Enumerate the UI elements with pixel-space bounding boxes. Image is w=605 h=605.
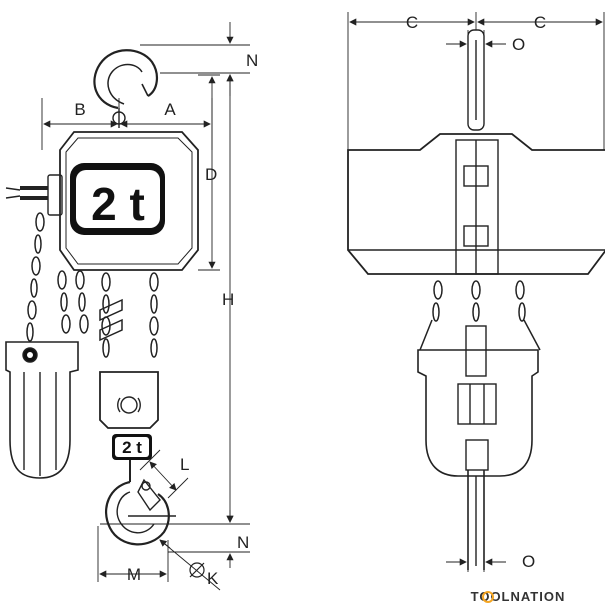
front-dimension-lines	[41, 22, 250, 591]
dim-label-o-bottom: O	[522, 552, 535, 571]
side-top-hook	[467, 29, 485, 131]
bottom-block	[99, 371, 159, 460]
front-view	[5, 22, 250, 591]
side-dimension-lines	[347, 12, 605, 572]
watermark-gear-icon	[482, 591, 494, 603]
dim-label-n-top: N	[246, 51, 258, 70]
hook-plate-text: 2 t	[122, 438, 142, 457]
hand-chain-left	[26, 212, 89, 342]
watermark-text: TOOLNATION	[471, 589, 566, 604]
hoist-body	[5, 131, 199, 271]
dim-label-l: L	[180, 455, 189, 474]
diameter-symbol-icon	[189, 562, 205, 578]
toolnation-logo: TOOLNATION	[471, 589, 566, 604]
dim-label-m: M	[127, 565, 141, 584]
dim-label-c-right: C	[534, 13, 546, 32]
dim-label-b: B	[74, 100, 85, 119]
chain-bag	[5, 341, 79, 479]
dim-label-n-bottom: N	[237, 533, 249, 552]
side-view	[347, 12, 605, 572]
load-chain	[99, 272, 159, 358]
dim-label-a: A	[164, 100, 176, 119]
side-body	[347, 133, 605, 275]
bottom-hook	[105, 460, 176, 546]
dim-label-h: H	[222, 290, 234, 309]
dim-label-k: K	[207, 569, 219, 588]
top-hook	[93, 49, 158, 128]
side-chains	[419, 280, 541, 351]
side-bottom-hook	[465, 439, 489, 570]
dim-label-d: D	[205, 165, 217, 184]
side-bag	[417, 325, 539, 477]
dim-label-o-top: O	[512, 35, 525, 54]
capacity-plate-text: 2 t	[91, 178, 145, 230]
dim-label-c-left: C	[406, 13, 418, 32]
